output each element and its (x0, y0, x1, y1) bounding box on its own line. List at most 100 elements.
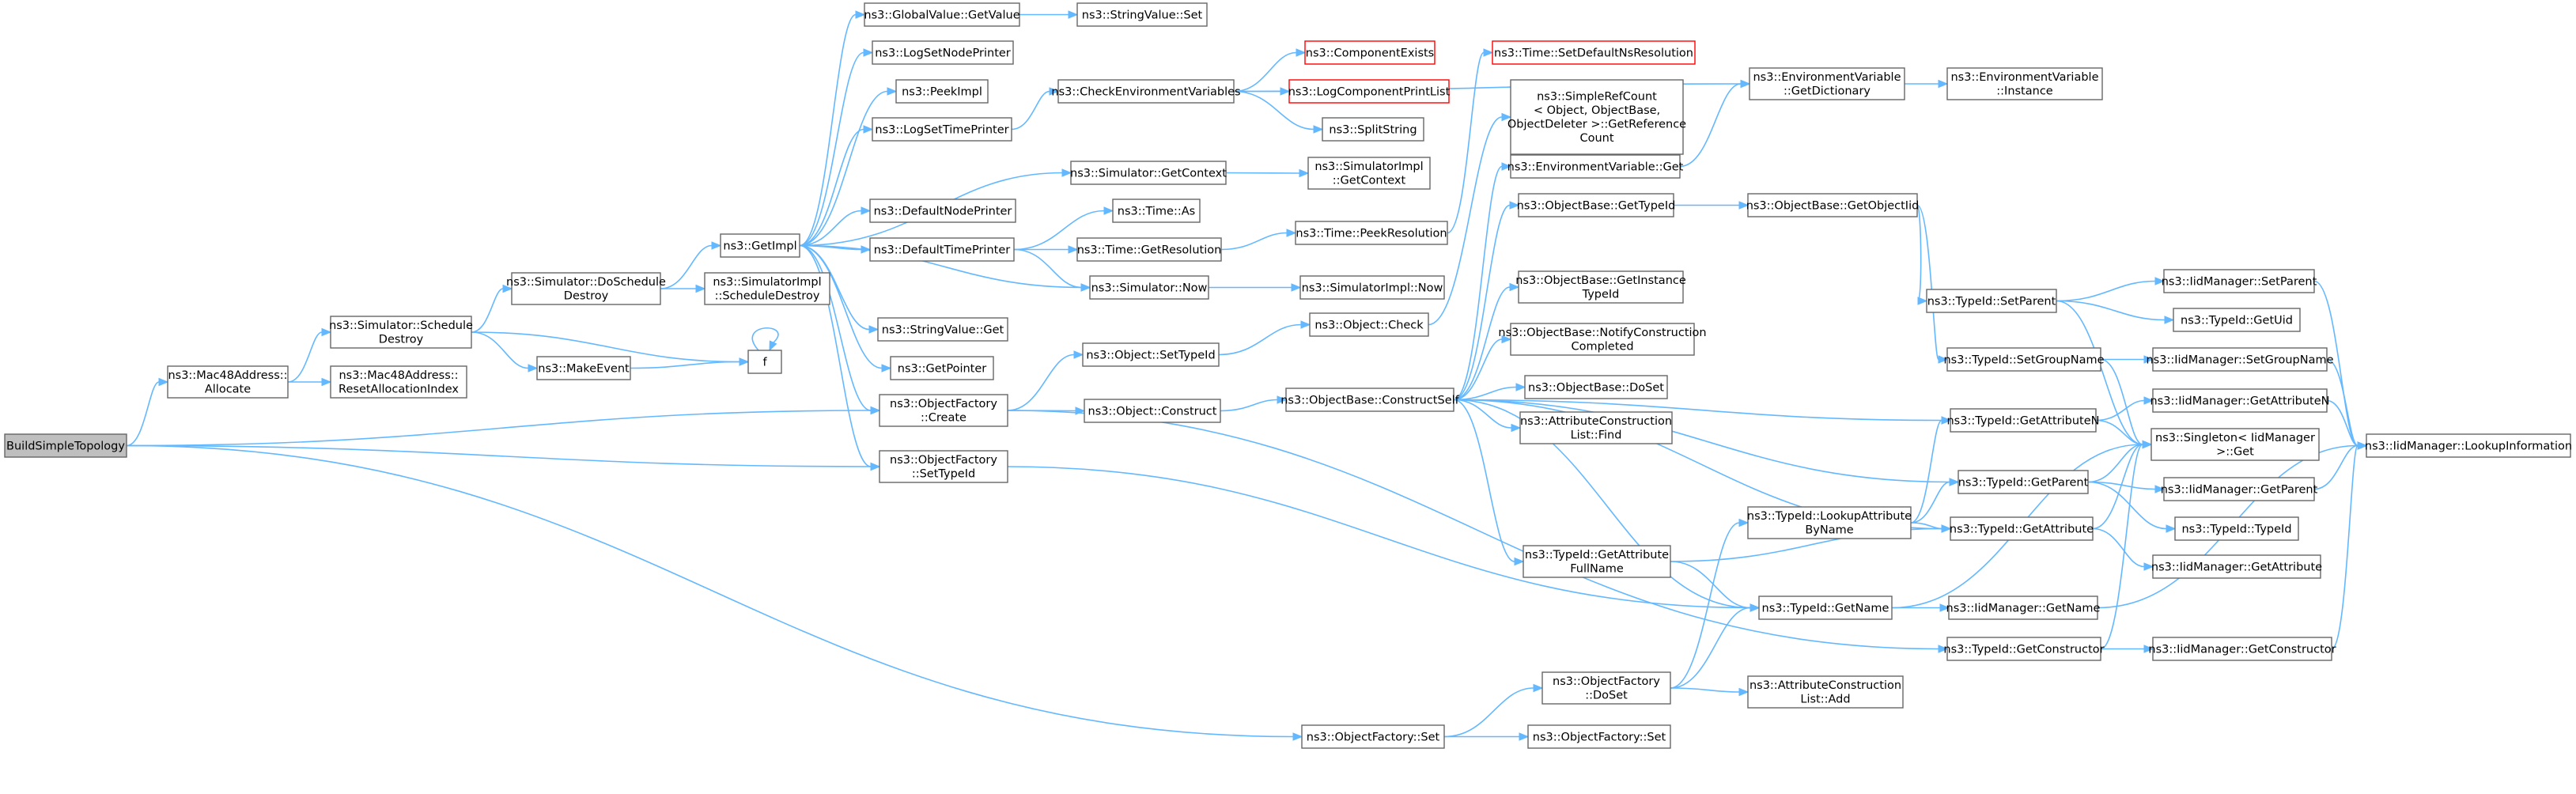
function-node-simGetContext[interactable]: ns3::Simulator::GetContext (1070, 161, 1227, 185)
function-node-defaultTimePrinter[interactable]: ns3::DefaultTimePrinter (869, 237, 1015, 262)
function-node-iidSetGroupName[interactable]: ns3::IidManager::SetGroupName (2146, 347, 2334, 372)
function-node-iidGetConstructor[interactable]: ns3::IidManager::GetConstructor (2148, 637, 2336, 661)
call-edge-objBaseConstructSelf-to-typeIdGetAttrFullName (1453, 399, 1525, 566)
call-edge-doSchedDestroy-to-getImpl (660, 241, 722, 289)
function-node-stringValueSet[interactable]: ns3::StringValue::Set (1076, 2, 1208, 27)
function-node-envVarGet[interactable]: ns3::EnvironmentVariable::Get (1507, 154, 1684, 179)
call-edge-typeIdLookupAttrByName-to-typeIdGetAttribute (1910, 522, 1952, 533)
function-node-envVarGetDict[interactable]: ns3::EnvironmentVariable::GetDictionary (1749, 67, 1905, 100)
function-node-singletonGet[interactable]: ns3::Singleton< IidManager>::Get (2150, 428, 2320, 461)
function-node-iidGetParent[interactable]: ns3::IidManager::GetParent (2161, 477, 2318, 501)
function-node-label: ns3::AttributeConstruction (1520, 415, 1672, 428)
function-node-objFactoryCreate[interactable]: ns3::ObjectFactory::Create (879, 394, 1008, 427)
function-node-label: Count (1579, 132, 1613, 145)
function-node-mac48alloc[interactable]: ns3::Mac48Address::Allocate (167, 365, 289, 399)
function-node-label: ns3::Simulator::Now (1091, 282, 1208, 294)
function-node-schedDestroy[interactable]: ns3::Simulator::ScheduleDestroy (329, 316, 473, 349)
function-node-logComponentPrintList[interactable]: ns3::LogComponentPrintList (1288, 79, 1451, 104)
function-node-logSetNodePrinter[interactable]: ns3::LogSetNodePrinter (872, 40, 1014, 65)
function-node-root[interactable]: BuildSimpleTopology (4, 433, 127, 458)
function-node-implSchedDestroy[interactable]: ns3::SimulatorImpl::ScheduleDestroy (704, 272, 830, 305)
call-edge-iidSetGroupName-to-iidLookupInformation (2326, 358, 2368, 450)
call-edge-typeIdSetGroupName-to-iidSetGroupName (2100, 355, 2154, 364)
function-node-label: ns3::LogComponentPrintList (1288, 85, 1451, 98)
function-node-objBaseGetObjectIid[interactable]: ns3::ObjectBase::GetObjectIid (1746, 193, 1920, 217)
function-node-label: ns3::Simulator::Schedule (329, 319, 473, 332)
function-node-label: ns3::ObjectFactory::Set (1307, 731, 1440, 743)
function-node-componentExists[interactable]: ns3::ComponentExists (1304, 40, 1436, 65)
function-node-objFactorySetTypeId[interactable]: ns3::ObjectFactory::SetTypeId (879, 450, 1008, 483)
function-node-defaultNodePrinter[interactable]: ns3::DefaultNodePrinter (869, 198, 1016, 223)
function-node-envVarInstance[interactable]: ns3::EnvironmentVariable::Instance (1946, 67, 2103, 100)
function-node-getPointer[interactable]: ns3::GetPointer (890, 356, 994, 380)
function-node-typeIdGetName[interactable]: ns3::TypeId::GetName (1758, 596, 1893, 620)
function-node-label: ns3::IidManager::LookupInformation (2365, 440, 2572, 452)
function-node-splitString[interactable]: ns3::SplitString (1322, 117, 1424, 142)
function-node-label: ns3::SimulatorImpl (1314, 161, 1423, 173)
function-node-typeIdGetParent[interactable]: ns3::TypeId::GetParent (1958, 470, 2089, 494)
function-node-stringValueGet[interactable]: ns3::StringValue::Get (877, 317, 1008, 342)
function-node-objBaseDoSet[interactable]: ns3::ObjectBase::DoSet (1524, 375, 1668, 399)
function-node-label: ns3::SplitString (1329, 123, 1417, 136)
function-node-objBaseGetTypeId[interactable]: ns3::ObjectBase::GetTypeId (1517, 193, 1676, 217)
function-node-iidGetAttribute[interactable]: ns3::IidManager::GetAttribute (2151, 554, 2322, 579)
function-node-simpleRefCount[interactable]: ns3::SimpleRefCount< Object, ObjectBase,… (1507, 79, 1686, 155)
function-node-label: ns3::PeekImpl (902, 85, 982, 98)
function-node-resetAlloc[interactable]: ns3::Mac48Address::ResetAllocationIndex (330, 365, 467, 399)
function-node-objSetTypeId[interactable]: ns3::Object::SetTypeId (1082, 342, 1220, 367)
function-node-globalGetValue[interactable]: ns3::GlobalValue::GetValue (864, 2, 1020, 27)
function-node-typeIdGetConstructor[interactable]: ns3::TypeId::GetConstructor (1943, 637, 2105, 661)
function-node-objFactorySet2[interactable]: ns3::ObjectFactory::Set (1527, 724, 1671, 749)
function-node-implGetContext[interactable]: ns3::SimulatorImpl::GetContext (1307, 157, 1431, 190)
call-edge-objFactoryDoSet-to-attrConstrListAdd (1670, 687, 1749, 697)
function-node-typeIdSetGroupName[interactable]: ns3::TypeId::SetGroupName (1943, 347, 2105, 372)
function-node-label: ns3::ObjectFactory (1553, 675, 1660, 688)
function-node-label: ns3::StringValue::Set (1082, 9, 1203, 21)
function-node-timePeekResolution[interactable]: ns3::Time::PeekResolution (1295, 221, 1448, 245)
function-node-objConstruct[interactable]: ns3::Object::Construct (1084, 399, 1221, 423)
function-node-iidSetParent[interactable]: ns3::IidManager::SetParent (2162, 269, 2317, 293)
function-node-typeIdGetUid[interactable]: ns3::TypeId::GetUid (2173, 308, 2301, 332)
function-node-iidGetAttributeN[interactable]: ns3::IidManager::GetAttributeN (2150, 388, 2330, 413)
function-node-label: ns3::TypeId::SetParent (1927, 295, 2056, 308)
function-node-objFactoryDoSet[interactable]: ns3::ObjectFactory::DoSet (1541, 671, 1671, 705)
function-node-peekImpl[interactable]: ns3::PeekImpl (895, 79, 989, 104)
function-node-objBaseConstructSelf[interactable]: ns3::ObjectBase::ConstructSelf (1280, 388, 1460, 412)
function-node-typeIdSetParent[interactable]: ns3::TypeId::SetParent (1926, 289, 2057, 313)
function-node-label: Allocate (205, 384, 251, 396)
function-node-iidLookupInformation[interactable]: ns3::IidManager::LookupInformation (2365, 433, 2572, 458)
function-node-checkEnvVars[interactable]: ns3::CheckEnvironmentVariables (1051, 79, 1241, 104)
function-node-getImpl[interactable]: ns3::GetImpl (720, 233, 800, 258)
function-nodes: BuildSimpleTopology ns3::Mac48Address::Al… (4, 2, 2572, 749)
function-node-label: ns3::SimulatorImpl::Now (1302, 282, 1443, 294)
function-node-label: ns3::IidManager::SetParent (2162, 275, 2317, 288)
function-node-iidGetName[interactable]: ns3::IidManager::GetName (1946, 596, 2101, 620)
function-node-label: ns3::ObjectBase::GetObjectIid (1746, 199, 1920, 212)
function-node-implNow[interactable]: ns3::SimulatorImpl::Now (1299, 275, 1445, 300)
function-node-timeAs[interactable]: ns3::Time::As (1112, 198, 1201, 223)
function-node-objFactorySet[interactable]: ns3::ObjectFactory::Set (1301, 724, 1445, 749)
function-node-f[interactable]: f (747, 350, 782, 374)
function-node-objCheck[interactable]: ns3::Object::Check (1309, 312, 1429, 337)
call-edge-root-to-objFactorySetTypeId (126, 444, 881, 471)
function-node-label: ns3::Time::GetResolution (1077, 244, 1222, 256)
call-edge-simNow-to-implNow (1208, 283, 1302, 292)
function-node-label: ns3::TypeId::GetParent (1958, 476, 2089, 489)
function-node-label: ns3::ObjectFactory (890, 454, 997, 467)
function-node-objBaseNotifyConstr[interactable]: ns3::ObjectBase::NotifyConstructionCompl… (1498, 323, 1707, 356)
function-node-timeSetDefaultNsRes[interactable]: ns3::Time::SetDefaultNsResolution (1492, 40, 1696, 65)
function-node-typeIdGetAttribute[interactable]: ns3::TypeId::GetAttribute (1950, 516, 2094, 541)
function-node-simNow[interactable]: ns3::Simulator::Now (1089, 275, 1209, 300)
function-node-makeEvent[interactable]: ns3::MakeEvent (536, 356, 631, 380)
function-node-typeIdTypeId[interactable]: ns3::TypeId::TypeId (2174, 516, 2299, 541)
function-node-logSetTimePrinter[interactable]: ns3::LogSetTimePrinter (872, 117, 1012, 142)
function-node-timeGetResolution[interactable]: ns3::Time::GetResolution (1076, 237, 1222, 262)
function-node-typeIdGetAttributeN[interactable]: ns3::TypeId::GetAttributeN (1946, 408, 2100, 433)
function-node-label: ns3::ObjectBase::GetInstance (1515, 274, 1686, 287)
